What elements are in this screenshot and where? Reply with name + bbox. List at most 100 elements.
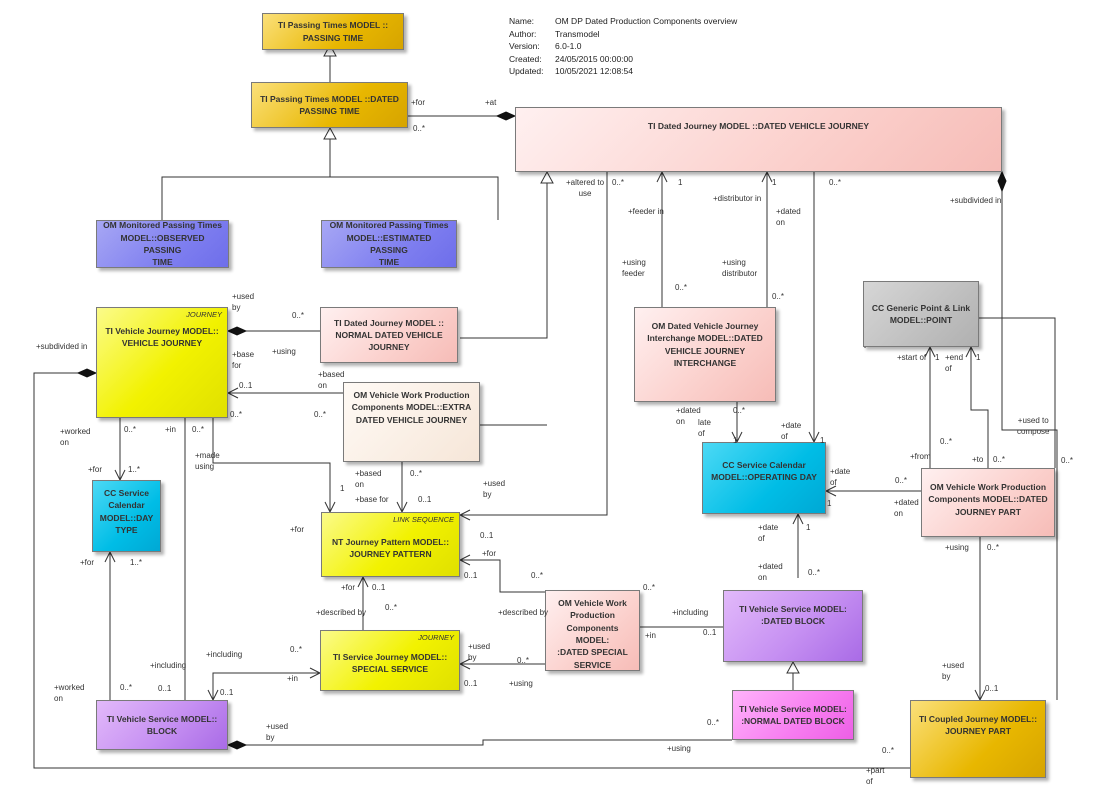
- meta-version-key: Version:: [509, 41, 540, 52]
- class-block-label: TI Vehicle Service MODEL::BLOCK: [106, 713, 218, 736]
- multiplicity-label: 0..*: [882, 746, 895, 755]
- role-label: +to: [972, 455, 984, 464]
- class-passing-time[interactable]: TI Passing Times MODEL ::PASSING TIME: [262, 13, 404, 50]
- class-normal-dated-vehicle-journey[interactable]: TI Dated Journey MODEL ::NORMAL DATED VE…: [320, 307, 458, 363]
- role-label: +for: [80, 558, 95, 567]
- class-dated-block[interactable]: TI Vehicle Service MODEL::DATED BLOCK: [723, 590, 863, 662]
- class-passing-time-label: TI Passing Times MODEL ::PASSING TIME: [277, 20, 389, 43]
- diamond-subdivided: [997, 170, 1007, 193]
- multiplicity-label: 0..*: [707, 718, 720, 727]
- role-label: +using: [667, 744, 691, 753]
- role-label: +in: [165, 425, 176, 434]
- role-label: +using: [272, 347, 296, 356]
- role-label: +described by: [316, 608, 367, 617]
- class-normal-dated-block[interactable]: TI Vehicle Service MODEL::NORMAL DATED B…: [732, 690, 854, 740]
- class-block[interactable]: TI Vehicle Service MODEL::BLOCK: [96, 700, 228, 750]
- multiplicity-label: 1: [678, 178, 683, 187]
- assoc-altered-to-use: [460, 172, 608, 516]
- arrow-day-type-block: [104, 550, 116, 563]
- multiplicity-label: 0..*: [940, 437, 953, 446]
- multiplicity-label: 1: [976, 353, 981, 362]
- role-label: +using: [945, 543, 969, 552]
- class-dated-vehicle-journey-label: TI Dated Journey MODEL ::DATED VEHICLE J…: [647, 121, 870, 131]
- multiplicity-label: 0..*: [410, 469, 423, 478]
- arrow-distributor: [761, 170, 773, 183]
- class-journey-pattern-label: NT Journey Pattern MODEL::JOURNEY PATTER…: [331, 536, 450, 559]
- multiplicity-label: 0..*: [124, 425, 137, 434]
- multiplicity-label: 0..*: [120, 683, 133, 692]
- multiplicity-label: 1: [827, 499, 832, 508]
- multiplicity-label: 0..1: [703, 628, 717, 637]
- role-label: +in: [645, 631, 656, 640]
- assoc-point-end: [970, 347, 989, 468]
- arrow-feeder: [656, 170, 668, 183]
- triangle-dated-vehicle-journey: [540, 170, 554, 184]
- meta-name: OM DP Dated Production Components overvi…: [555, 16, 738, 26]
- class-dated-vehicle-journey[interactable]: TI Dated Journey MODEL ::DATED VEHICLE J…: [515, 107, 1002, 172]
- multiplicity-label: 1..*: [128, 465, 141, 474]
- arrow-jp-operating-day: [824, 485, 837, 497]
- multiplicity-label: 1: [733, 436, 738, 445]
- multiplicity-label: 0..1: [220, 688, 234, 697]
- role-label: +including: [206, 650, 243, 659]
- multiplicity-label: 0..*: [808, 568, 821, 577]
- multiplicity-label: 1: [806, 523, 811, 532]
- multiplicity-label: 1: [935, 353, 940, 362]
- role-label: +feeder in: [628, 207, 664, 216]
- assoc-subdivided-in: [1001, 191, 1058, 700]
- meta-name-key: Name:: [509, 16, 535, 26]
- arrow-special-pattern: [357, 575, 369, 588]
- diagram-metadata: Name: OM DP Dated Production Components o…: [509, 16, 737, 79]
- multiplicity-label: 0..*: [612, 178, 625, 187]
- role-label: +including: [150, 661, 187, 670]
- stereotype-label: LINK SEQUENCE: [393, 515, 454, 524]
- class-journey-part[interactable]: TI Coupled Journey MODEL::JOURNEY PART: [910, 700, 1046, 778]
- multiplicity-label: 1: [340, 484, 345, 493]
- multiplicity-label: 0..*: [829, 178, 842, 187]
- triangle-dated-passing-time: [323, 126, 337, 140]
- multiplicity-label: 0..*: [192, 425, 205, 434]
- class-journey-part-label: TI Coupled Journey MODEL::JOURNEY PART: [918, 714, 1038, 737]
- assoc-pattern-dated-special: [460, 559, 545, 593]
- multiplicity-label: 0..*: [531, 571, 544, 580]
- diamond-at: [495, 111, 517, 121]
- arrow-altered: [458, 509, 471, 521]
- role-label: +in: [287, 674, 298, 683]
- multiplicity-label: 0..1: [464, 679, 478, 688]
- class-normal-dated-block-label: TI Vehicle Service MODEL::NORMAL DATED B…: [739, 703, 847, 726]
- role-label: +using: [509, 679, 533, 688]
